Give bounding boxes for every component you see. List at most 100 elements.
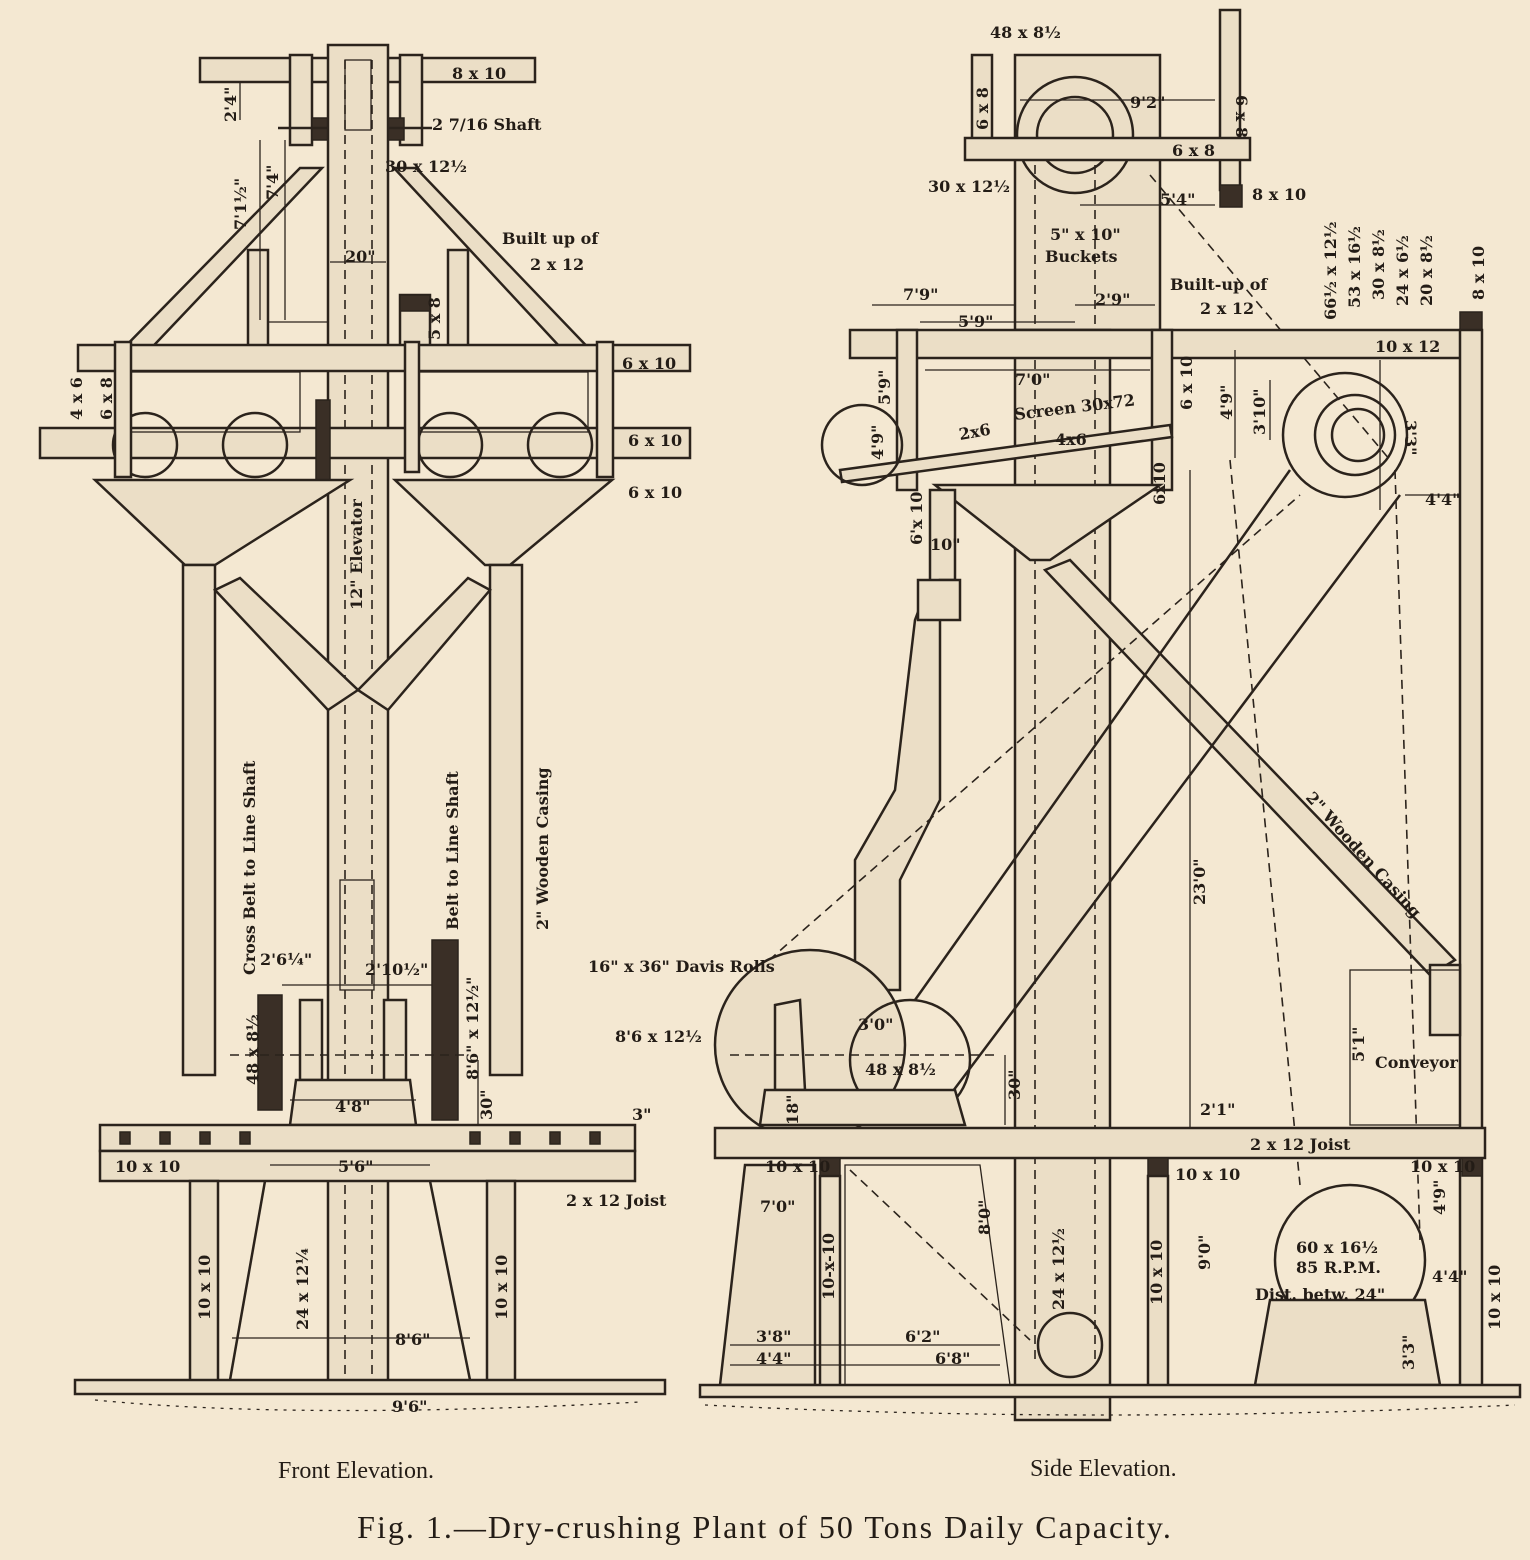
beam-end	[1219, 184, 1243, 208]
label-dim: 2'4"	[221, 87, 240, 123]
label-leg: 10 x 10	[492, 1255, 511, 1320]
label-dim: 7'0"	[760, 1197, 796, 1216]
label-post: 6 x 8	[1232, 95, 1251, 138]
label-dim: 7'1½"	[231, 178, 250, 230]
label-dim: 7'0"	[1015, 370, 1051, 389]
label-dim: 5'9"	[875, 370, 894, 406]
label-beam: 8 x 10	[1252, 185, 1306, 204]
label-dim: 8'0"	[975, 1200, 994, 1236]
label-buckets: 5" x 10"	[1050, 225, 1121, 244]
label-pulley: 48 x 8½	[990, 23, 1061, 42]
leg-left	[181, 563, 217, 1077]
label-post: 6 x 8	[973, 87, 992, 130]
figure-title: Fig. 1.—Dry-crushing Plant of 50 Tons Da…	[357, 1509, 1173, 1545]
side-hopper	[931, 483, 1165, 562]
label-dim: 4'9"	[1217, 385, 1236, 421]
roll-circles	[111, 411, 594, 479]
label-dim: 30"	[1005, 1069, 1024, 1100]
label-post: 5 x 8	[425, 297, 444, 340]
label-dim: 5'1"	[1349, 1027, 1368, 1063]
label-dim: 4'4"	[756, 1349, 792, 1368]
label-dim: 3'0"	[858, 1015, 894, 1034]
belt-line	[849, 1169, 1031, 1341]
belt-line	[428, 1180, 472, 1381]
label-dim: 4'9"	[868, 425, 887, 461]
front-ground-sill	[73, 1378, 667, 1396]
post-4x6	[403, 340, 421, 474]
belt-line	[228, 1180, 267, 1381]
label-beam: 10 x 10	[1175, 1165, 1240, 1184]
ground-texture	[94, 1399, 641, 1412]
label-dim: 5'4"	[1160, 190, 1196, 209]
label-pulley: 53 x 16½	[1345, 226, 1364, 308]
belt-line	[913, 469, 1292, 1001]
label-dim: 2'1"	[1200, 1100, 1236, 1119]
label-beam: 6x10	[1150, 462, 1169, 505]
drive-pulley-53	[1313, 393, 1397, 477]
label-beam: 6 x 8	[1172, 141, 1215, 160]
label-built-up: 2 x 12	[530, 255, 584, 274]
label-buckets: Buckets	[1045, 247, 1118, 266]
label-dim: 5'6"	[338, 1157, 374, 1176]
leg-right	[488, 563, 524, 1077]
joist	[239, 1131, 251, 1145]
hopper-left	[91, 478, 355, 567]
rolls-frame	[773, 998, 807, 1092]
post-4x6	[595, 340, 615, 479]
footing-mid	[844, 1164, 1011, 1386]
front-labels: 8 x 10 2'4" 2 7/16 Shaft 30 x 12½ 7'1½" …	[67, 64, 682, 1416]
label-beam: 6 x 10	[622, 354, 676, 373]
joist	[549, 1131, 561, 1145]
label-dim: 9'6"	[392, 1397, 428, 1416]
label-dim: 2'10½"	[365, 960, 428, 979]
label-beam: 10 x 12	[1375, 337, 1440, 356]
label-pulley: 24 x 12¼	[293, 1248, 312, 1330]
post-4x6	[113, 340, 133, 479]
label-top-beam: 8 x 10	[452, 64, 506, 83]
bin-right	[417, 371, 589, 433]
label-post: 10 x 10	[1147, 1240, 1166, 1305]
label-dim: 8'6"	[395, 1330, 431, 1349]
label-dim: 9'2"	[1130, 93, 1166, 112]
belt-line	[949, 494, 1401, 1096]
side-elevation	[698, 8, 1522, 1422]
label-belt: Belt to Line Shaft	[443, 770, 462, 930]
wooden-casing-chute	[1042, 558, 1457, 977]
label-joist: 2 x 12 Joist	[566, 1191, 667, 1210]
chute-joint	[916, 578, 962, 622]
label-dim: 5'9"	[958, 312, 994, 331]
label-beam: 2x6	[957, 420, 992, 444]
label-dim: 20"	[345, 247, 376, 266]
head-pulley-hub	[1035, 95, 1115, 175]
label-pulley: 66½ x 12½	[1321, 221, 1340, 320]
col-8x10	[1458, 328, 1484, 1397]
pulley-48x8	[257, 994, 283, 1111]
lower-leg-right	[485, 1179, 517, 1383]
rolls-base	[758, 1088, 967, 1127]
feed-chute	[853, 488, 957, 992]
label-elevator: 12" Elevator	[347, 499, 366, 610]
brace-left	[109, 166, 325, 362]
chute-right	[356, 576, 492, 712]
label-dim: 2'9"	[1095, 290, 1131, 309]
joist	[589, 1131, 601, 1145]
label-davis-rolls: 16" x 36" Davis Rolls	[588, 957, 775, 976]
label-beam: 4x6	[1055, 430, 1087, 449]
label-built-up: Built up of	[502, 229, 599, 248]
beam-6x10-mid	[38, 426, 692, 460]
label-dim: 3'3"	[1399, 1335, 1418, 1371]
label-rpm: 85 R.P.M.	[1296, 1258, 1381, 1277]
front-elevator-casing	[326, 43, 390, 1387]
hopper-right	[391, 478, 616, 567]
joist	[509, 1131, 521, 1145]
label-dim: 6'2"	[905, 1327, 941, 1346]
front-hanger-right	[398, 53, 424, 147]
beam-6x8	[963, 136, 1252, 162]
label-dim: 6'8"	[935, 1349, 971, 1368]
label-dim: 3'10"	[1250, 388, 1269, 435]
label-dim: 2'6¼"	[260, 950, 312, 969]
front-elevation-caption: Front Elevation.	[278, 1458, 434, 1484]
label-dim: 9'0"	[1195, 1235, 1214, 1271]
